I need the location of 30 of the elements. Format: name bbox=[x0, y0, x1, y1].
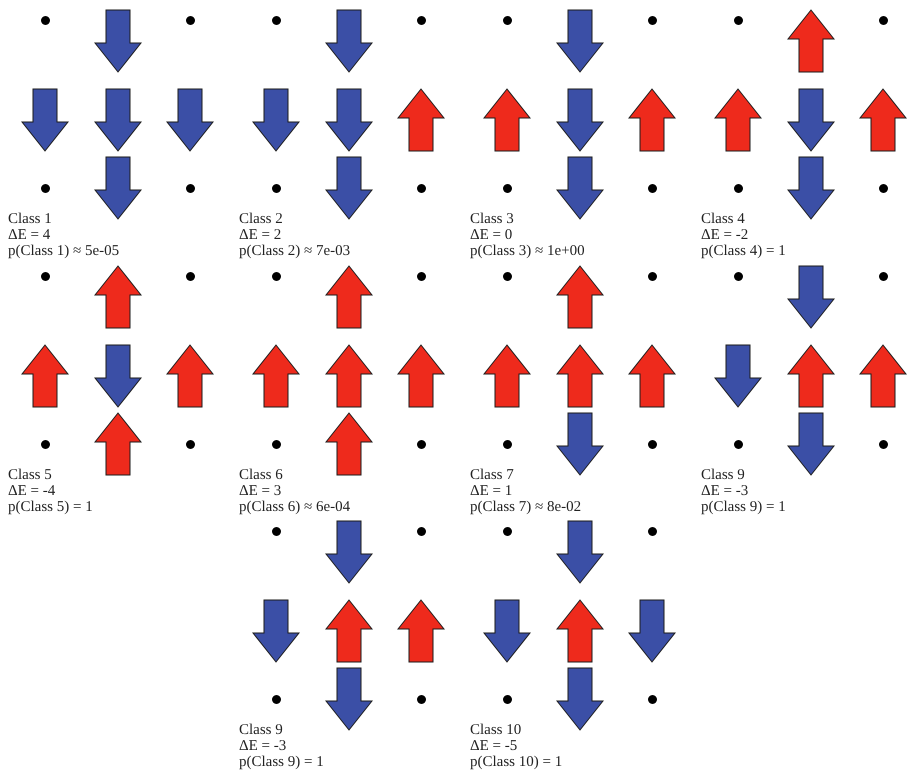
class-label: Class 3 bbox=[470, 211, 515, 227]
probability-label: p(Class 10) = 1 bbox=[470, 754, 562, 770]
class-label: Class 7 bbox=[470, 467, 515, 483]
energy-label: ΔE = 0 bbox=[470, 227, 514, 243]
class-label: Class 9 bbox=[701, 467, 746, 483]
probability-label: p(Class 9) = 1 bbox=[239, 754, 324, 770]
probability-label: p(Class 2) ≈ 7e-03 bbox=[239, 243, 350, 259]
probability-label: p(Class 9) = 1 bbox=[701, 499, 786, 515]
probability-label: p(Class 3) ≈ 1e+00 bbox=[470, 243, 585, 259]
energy-label: ΔE = -4 bbox=[8, 483, 56, 499]
energy-label: ΔE = -2 bbox=[701, 227, 750, 243]
energy-label: ΔE = 1 bbox=[470, 483, 514, 499]
probability-label: p(Class 7) ≈ 8e-02 bbox=[470, 499, 582, 515]
class-label: Class 5 bbox=[8, 467, 53, 483]
class-label: Class 2 bbox=[239, 211, 284, 227]
energy-label: ΔE = -3 bbox=[239, 738, 288, 754]
energy-label: ΔE = -3 bbox=[701, 483, 750, 499]
class-label: Class 6 bbox=[239, 467, 284, 483]
energy-label: ΔE = 3 bbox=[239, 483, 282, 499]
energy-label: ΔE = 4 bbox=[8, 227, 52, 243]
probability-label: p(Class 4) = 1 bbox=[701, 243, 786, 259]
probability-label: p(Class 5) = 1 bbox=[8, 499, 93, 515]
energy-label: ΔE = -5 bbox=[470, 738, 518, 754]
probability-label: p(Class 1) ≈ 5e-05 bbox=[8, 243, 120, 259]
class-label: Class 1 bbox=[8, 211, 53, 227]
class-label: Class 9 bbox=[239, 722, 284, 738]
class-label: Class 10 bbox=[470, 722, 522, 738]
probability-label: p(Class 6) ≈ 6e-04 bbox=[239, 499, 350, 515]
class-label: Class 4 bbox=[701, 211, 746, 227]
energy-label: ΔE = 2 bbox=[239, 227, 282, 243]
